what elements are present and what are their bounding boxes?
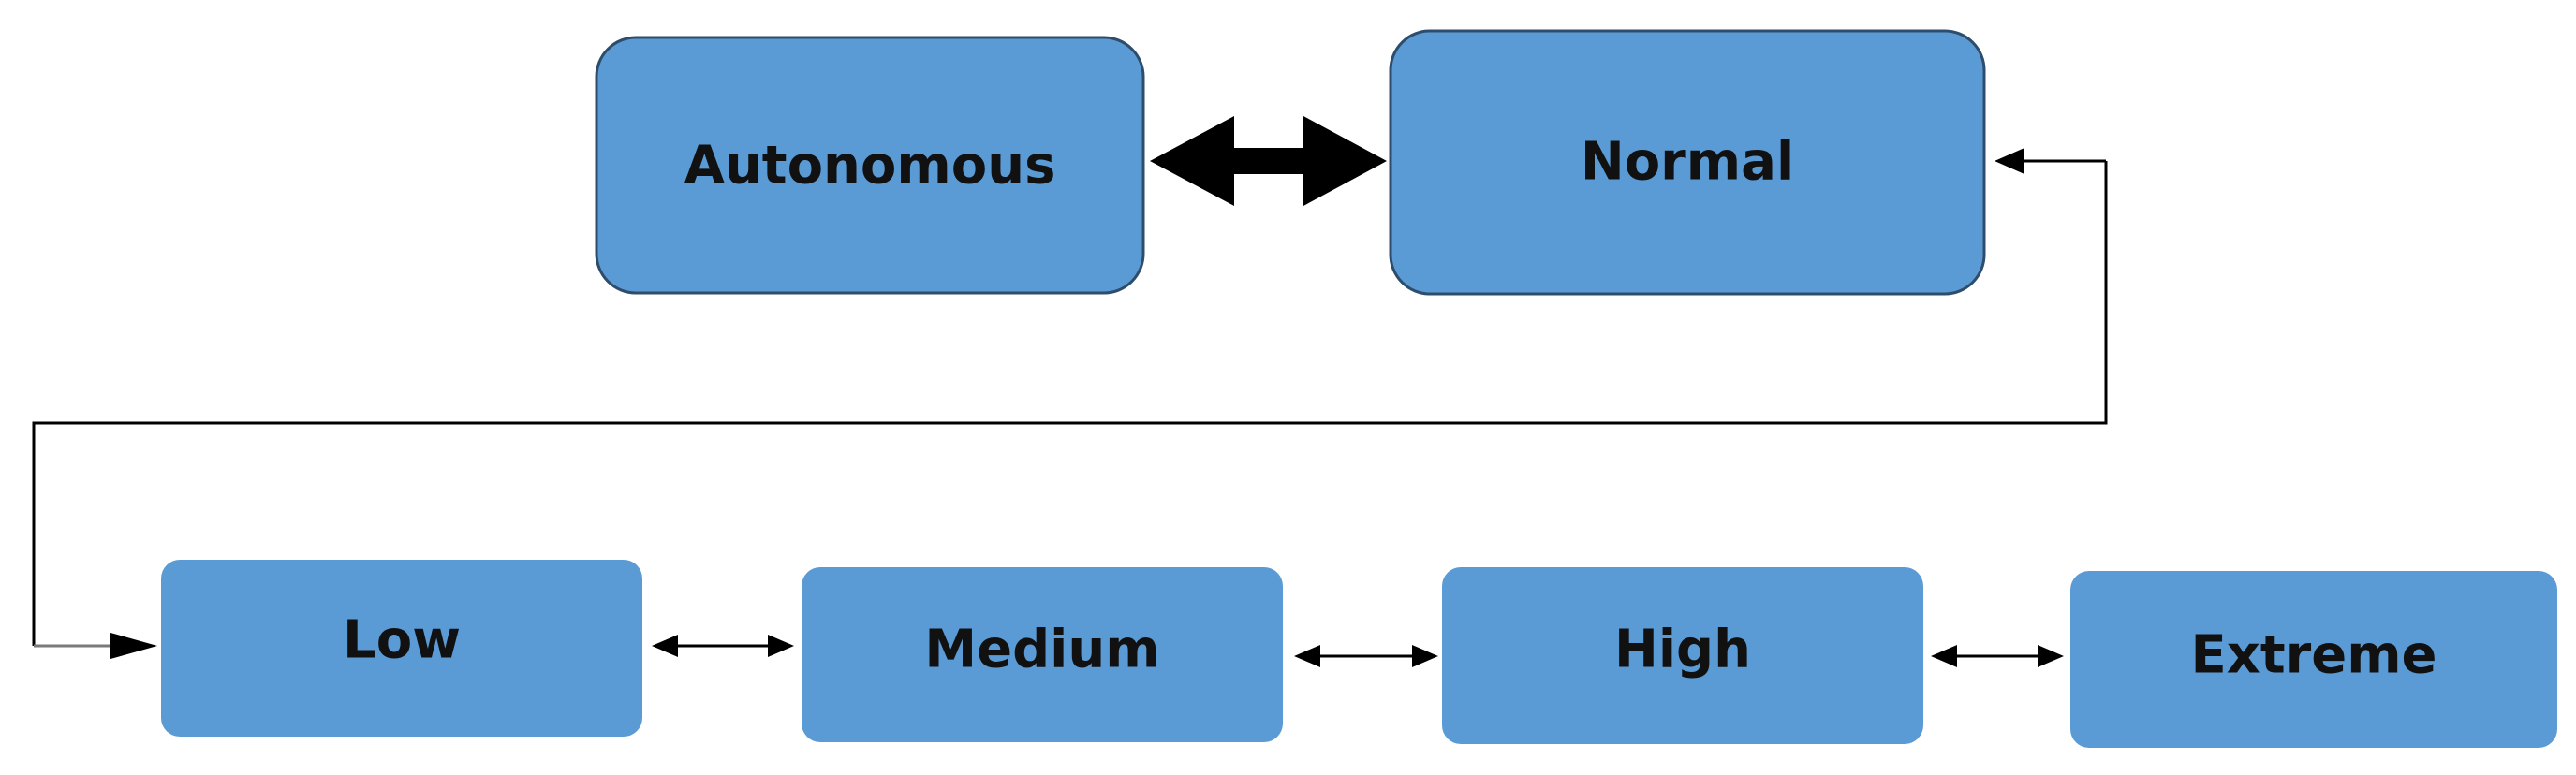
node-medium: Medium <box>802 567 1283 742</box>
low-medium-double-arrow <box>652 635 794 657</box>
node-autonomous-label: Autonomous <box>684 136 1056 197</box>
arrowhead-into-normal <box>1995 148 2024 174</box>
high-extreme-double-arrow <box>1931 645 2064 667</box>
node-high-label: High <box>1614 620 1751 680</box>
node-normal-label: Normal <box>1581 132 1794 193</box>
node-low: Low <box>161 560 642 737</box>
node-medium-label: Medium <box>924 620 1159 680</box>
node-extreme: Extreme <box>2070 571 2557 748</box>
arrowhead-into-low <box>110 633 157 659</box>
node-extreme-label: Extreme <box>2190 625 2436 686</box>
node-autonomous: Autonomous <box>595 36 1145 295</box>
autonomous-normal-double-arrow <box>1150 116 1387 206</box>
node-low-label: Low <box>343 610 461 671</box>
low-to-normal-connector <box>32 148 2108 659</box>
node-high: High <box>1442 567 1923 744</box>
medium-high-double-arrow <box>1294 645 1438 667</box>
node-normal: Normal <box>1389 29 1986 296</box>
